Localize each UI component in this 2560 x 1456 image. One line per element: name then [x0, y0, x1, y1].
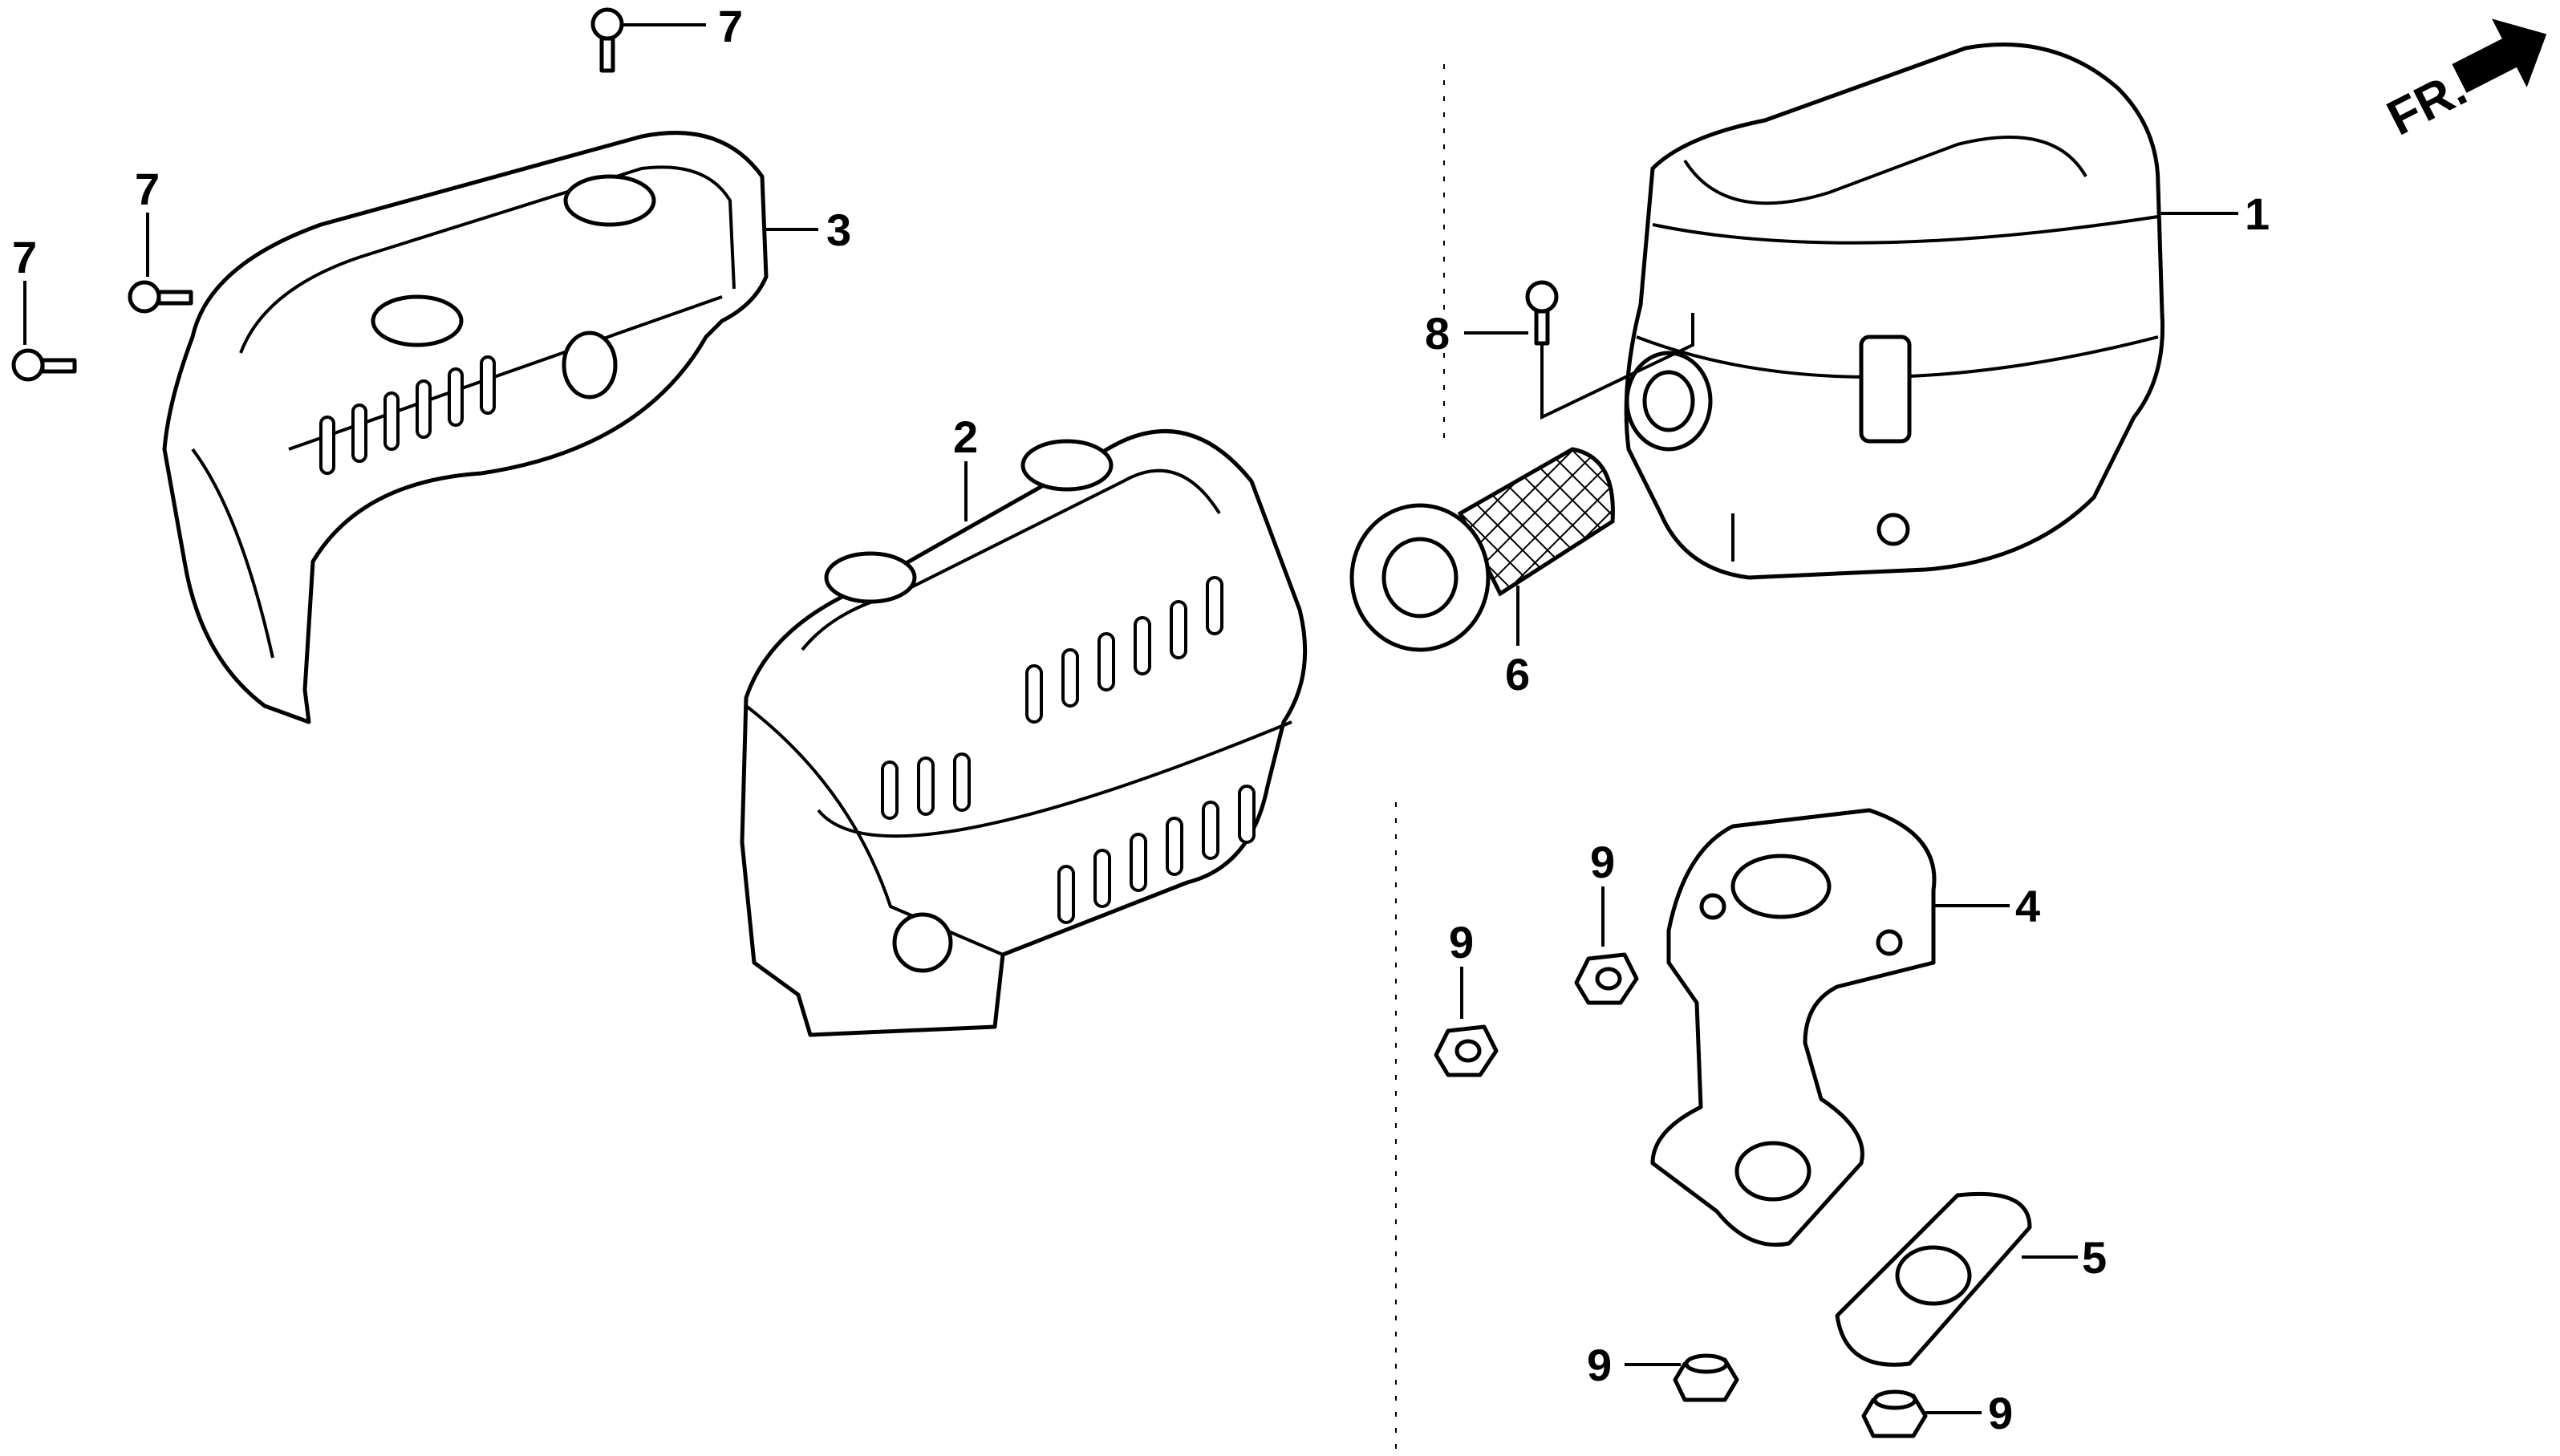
part-2-protector[interactable] — [740, 429, 1308, 1037]
bolt-8[interactable] — [1525, 280, 1559, 346]
bolt-7-top[interactable] — [590, 7, 624, 73]
callout-9: 9 — [1590, 837, 1615, 887]
callout-6: 6 — [1505, 649, 1530, 700]
bolt-7-mid[interactable] — [128, 280, 193, 314]
part-3-outer-protector[interactable] — [162, 131, 769, 724]
front-direction-marker: FR. — [2379, 18, 2547, 146]
assembly-guide-lines — [1395, 64, 1445, 1456]
nut-9-c[interactable] — [1673, 1353, 1739, 1402]
callout-7: 7 — [718, 1, 743, 51]
callout-7: 7 — [135, 164, 160, 214]
callout-2: 2 — [953, 412, 978, 462]
bolt-7-left[interactable] — [11, 348, 77, 382]
part-4-exhaust-pipe[interactable] — [1650, 808, 1937, 1247]
callout-9: 9 — [1988, 1388, 2013, 1438]
callout-8: 8 — [1425, 308, 1450, 359]
callout-1: 1 — [2245, 189, 2270, 239]
front-direction-arrow-icon — [2452, 18, 2547, 93]
callout-7: 7 — [12, 232, 37, 282]
callout-3: 3 — [826, 205, 851, 255]
part-1-muffler[interactable] — [1624, 43, 2165, 580]
part-6-spark-arrester[interactable] — [1349, 447, 1615, 652]
callout-4: 4 — [2015, 881, 2040, 931]
nut-9-b[interactable] — [1434, 1024, 1499, 1077]
leader-lines — [23, 23, 2238, 1414]
part-5-gasket[interactable] — [1835, 1191, 2032, 1367]
callout-5: 5 — [2082, 1232, 2107, 1283]
callout-9: 9 — [1449, 917, 1474, 967]
callout-9: 9 — [1587, 1340, 1612, 1390]
nut-9-d[interactable] — [1861, 1389, 1928, 1438]
nut-9-a[interactable] — [1574, 952, 1639, 1005]
